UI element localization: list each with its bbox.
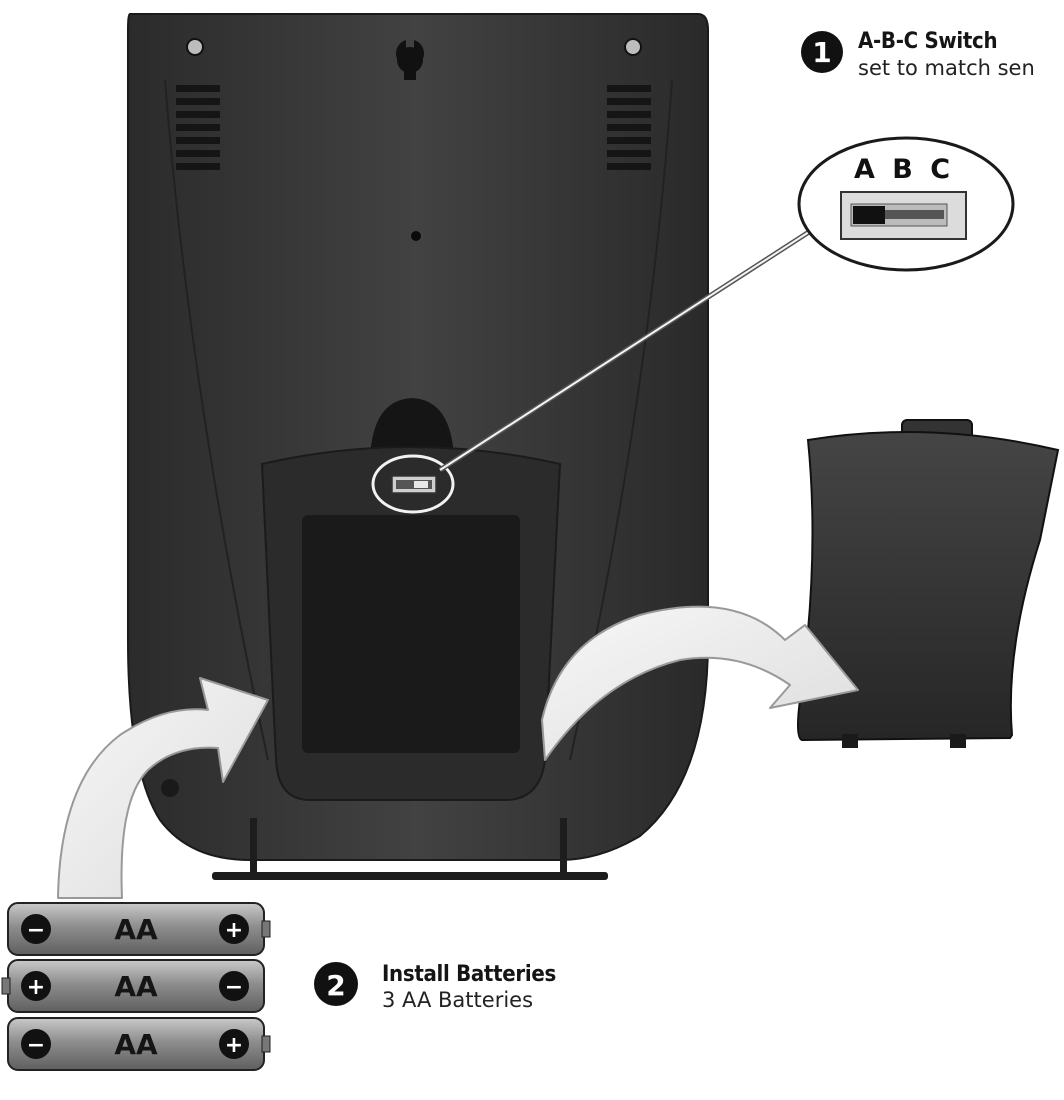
step-1-badge: 1 <box>801 31 843 73</box>
vent-right <box>607 85 651 170</box>
insert-batteries-arrow <box>57 677 269 899</box>
battery-positive-nub <box>261 920 271 938</box>
weather-station-back <box>127 13 709 880</box>
reset-hole-icon <box>411 231 421 241</box>
screw-hole-left <box>186 38 204 56</box>
abc-switch-label: A B C <box>854 154 954 185</box>
battery-label: AA <box>114 970 158 1003</box>
vent-left <box>176 85 220 170</box>
screw-hole-right <box>624 38 642 56</box>
battery-left-terminal-icon-symbol: − <box>27 1033 45 1058</box>
battery-positive-nub <box>261 1035 271 1053</box>
battery-stack: − + AA + − AA − + AA <box>1 902 271 1071</box>
battery-right-terminal-icon-symbol: − <box>225 975 243 1000</box>
battery-label: AA <box>114 1028 158 1061</box>
cover-release-notch <box>370 398 454 460</box>
battery-cover <box>796 419 1060 748</box>
abc-switch-knob <box>853 206 885 224</box>
battery-left-terminal-icon-symbol: − <box>27 918 45 943</box>
device-body-contour-left <box>164 79 269 761</box>
battery-positive-nub <box>1 977 11 995</box>
battery-left-terminal-icon <box>21 1029 51 1059</box>
battery-left-terminal-icon <box>21 971 51 1001</box>
battery-right-terminal-icon <box>219 1029 249 1059</box>
battery-right-terminal-icon-symbol: + <box>225 918 243 943</box>
remove-cover-arrow <box>541 605 859 761</box>
zoom-leader <box>438 227 814 473</box>
step-2-title: Install Batteries <box>382 962 556 987</box>
device-stand <box>212 818 608 880</box>
battery-right-terminal-icon <box>219 971 249 1001</box>
battery-left-terminal-icon-symbol: + <box>27 975 45 1000</box>
switch-highlight-circle <box>371 454 455 514</box>
step-1-title: A-B-C Switch <box>858 29 998 54</box>
step-2-subtitle: 3 AA Batteries <box>382 988 534 1012</box>
battery-left-terminal-icon <box>21 914 51 944</box>
battery-right-terminal-icon-symbol: + <box>225 1033 243 1058</box>
step-2-badge: 2 <box>314 962 358 1006</box>
side-screw <box>161 779 179 797</box>
step-1-subtitle: set to match sen <box>858 56 1035 80</box>
step-1-number: 1 <box>812 36 831 69</box>
battery-right-terminal-icon <box>219 914 249 944</box>
battery-compartment <box>302 515 520 753</box>
step-2-number: 2 <box>326 969 345 1002</box>
abc-switch-zoom: A B C <box>797 136 1015 272</box>
battery-label: AA <box>114 913 158 946</box>
